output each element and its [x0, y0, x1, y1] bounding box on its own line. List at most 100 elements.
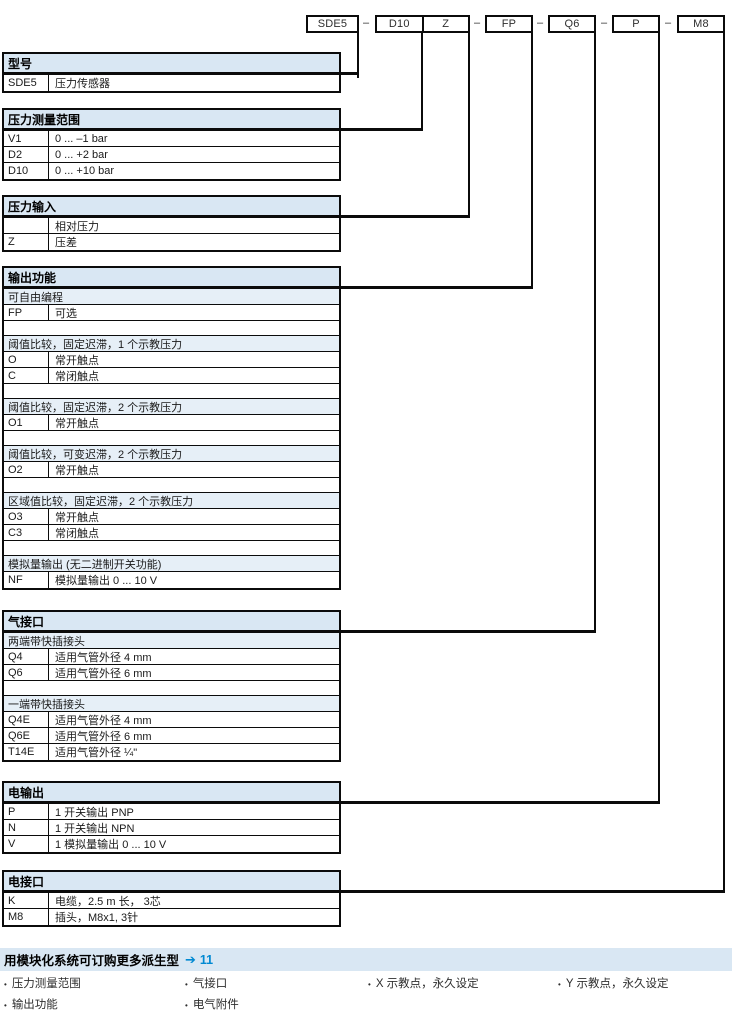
spacer-row — [4, 681, 339, 696]
connector-z-vertical — [468, 33, 470, 218]
code-cell: FP — [4, 305, 49, 320]
code-cell: O2 — [4, 462, 49, 477]
code-cell: D10 — [4, 163, 49, 179]
footer-title-bar: 用模块化系统可订购更多派生型 ➔ 11 — [0, 948, 732, 971]
code-cell: O — [4, 352, 49, 367]
description-cell: 相对压力 — [55, 220, 99, 233]
table-row: D10 0 ... +10 bar — [4, 163, 339, 179]
description-cell: 压差 — [55, 237, 77, 249]
description-cell: 0 ... +10 bar — [55, 165, 115, 177]
code-cell: SDE5 — [4, 75, 49, 91]
code-separator: – — [600, 17, 608, 29]
bullet-icon: • — [185, 980, 188, 989]
code-separator: – — [536, 17, 544, 29]
description-cell: 电缆，2.5 m 长， 3芯 — [55, 895, 161, 908]
code-cell: C3 — [4, 525, 49, 540]
code-box-label: D10 — [377, 17, 424, 31]
table-row: C3 常闭触点 — [4, 525, 339, 541]
subgroup-header: 可自由编程 — [4, 289, 339, 305]
description-cell: 适用气管外径 6 mm — [55, 667, 152, 680]
footer-bullet-item: •X 示教点，永久设定 — [368, 974, 479, 995]
description-cell: 1 开关输出 PNP — [55, 806, 134, 819]
footer-page-reference[interactable]: 11 — [199, 952, 214, 967]
connector-m8-vertical — [723, 33, 725, 893]
description-cell: 0 ... –1 bar — [55, 132, 108, 145]
table-row: V1 0 ... –1 bar — [4, 131, 339, 147]
description-cell: 常开触点 — [55, 417, 99, 430]
bullet-icon: • — [368, 980, 371, 989]
table-row: O1 常开触点 — [4, 415, 339, 431]
connector-sde5-vertical — [357, 33, 359, 78]
section-title: 电输出 — [4, 783, 339, 804]
description-cell: 常开触点 — [55, 464, 99, 477]
subgroup-header: 两端带快插接头 — [4, 633, 339, 649]
footer-bullet-item: •输出功能 — [4, 995, 81, 1014]
section-title: 型号 — [4, 54, 339, 75]
connector-d10-horizontal — [341, 128, 423, 131]
footer-bullet-item: •压力测量范围 — [4, 974, 81, 995]
table-row: O 常开触点 — [4, 352, 339, 368]
description-cell: 模拟量输出 0 ... 10 V — [55, 575, 158, 587]
footer-bullet-column-4: • Y 示教点，永久设定 — [558, 974, 668, 995]
table-row: Q6 适用气管外径 6 mm — [4, 665, 339, 681]
description-cell: 适用气管外径 ¼" — [55, 747, 138, 759]
connector-q6-vertical — [594, 33, 596, 633]
code-box-label: M8 — [693, 18, 709, 30]
spacer-row — [4, 384, 339, 399]
code-cell: O1 — [4, 415, 49, 430]
connector-p-horizontal — [341, 801, 660, 804]
code-separator: – — [362, 17, 370, 29]
section-title: 输出功能 — [4, 268, 339, 289]
table-row: NF 模拟量输出 0 ... 10 V — [4, 572, 339, 588]
footer-bullet-label: Y 示教点，永久设定 — [565, 978, 669, 990]
connector-d10-vertical — [421, 33, 423, 131]
code-cell: T14E — [4, 744, 49, 760]
description-cell: 压力传感器 — [55, 78, 110, 90]
footer-bullet-label: 气接口 — [192, 978, 228, 990]
connector-q6-horizontal — [341, 630, 596, 633]
code-cell: C — [4, 368, 49, 383]
footer-bullet-column-2: •气接口•电气附件 — [185, 974, 239, 1014]
description-cell: 插头，M8x1, 3针 — [55, 912, 139, 924]
code-cell: NF — [4, 572, 49, 588]
section-title: 压力测量范围 — [4, 110, 339, 131]
footer-bullet-item: • 气接口 — [185, 974, 239, 995]
code-cell: N — [4, 820, 49, 835]
description-cell: 常开触点 — [55, 511, 99, 524]
code-cell: V — [4, 836, 49, 852]
code-box-sde5: SDE5 — [306, 15, 359, 33]
table-row: O2 常开触点 — [4, 462, 339, 478]
bullet-icon: • — [185, 1001, 188, 1010]
code-cell: D2 — [4, 147, 49, 162]
footer-bullet-item: • Y 示教点，永久设定 — [558, 974, 668, 995]
code-cell: V1 — [4, 131, 49, 146]
description-cell: 常闭触点 — [55, 527, 99, 540]
code-cell: Q6 — [4, 665, 49, 680]
description-cell: 常闭触点 — [55, 370, 99, 383]
bullet-icon: • — [558, 980, 561, 989]
description-cell: 适用气管外径 4 mm — [55, 651, 152, 664]
code-box-p: P — [612, 15, 660, 33]
code-box-q6: Q6 — [548, 15, 596, 33]
bullet-icon: • — [4, 980, 7, 989]
description-cell: 常开触点 — [55, 354, 99, 367]
footer-title: 用模块化系统可订购更多派生型 — [4, 954, 180, 968]
description-cell: 适用气管外径 4 mm — [55, 714, 152, 727]
